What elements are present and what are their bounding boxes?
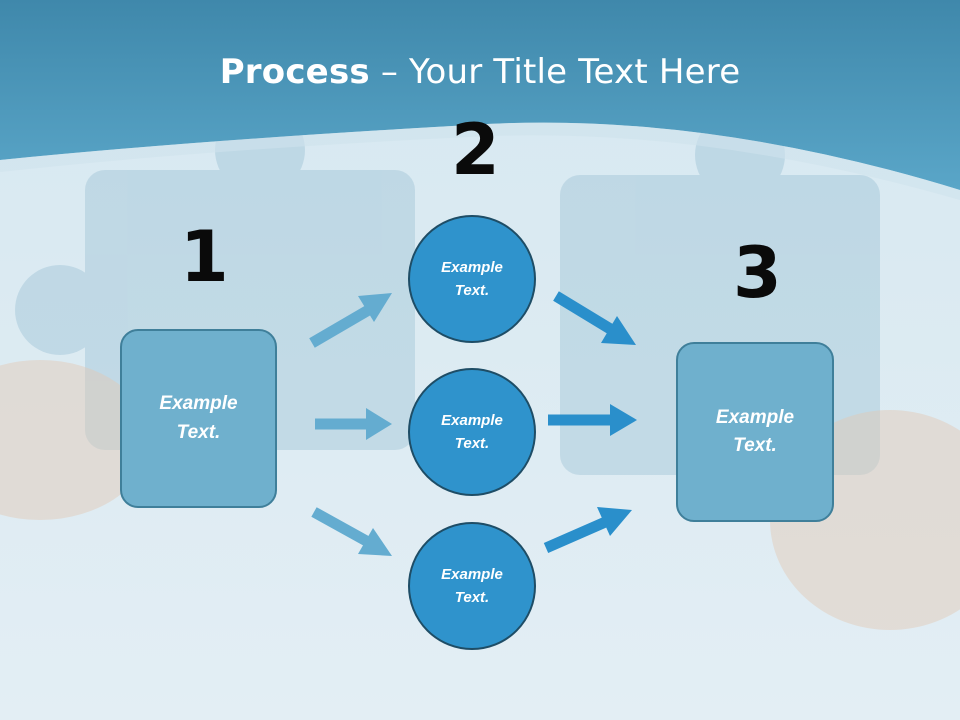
step-3-box: Example Text. (676, 342, 834, 522)
step-number-3: 3 (733, 232, 782, 314)
step-2-circle-bottom-text: Example Text. (441, 565, 503, 606)
arrow-2-to-3-top (553, 291, 636, 345)
step-2-circle-top-text: Example Text. (441, 258, 503, 299)
step-3-text: Example Text. (715, 406, 795, 457)
step-1-text: Example Text. (159, 393, 238, 443)
title-bold: Process (219, 52, 370, 92)
step-2-circle-middle-text: Example Text. (441, 411, 503, 452)
step-1-box: Example Text. (120, 329, 277, 508)
arrow-1-to-2-middle (315, 408, 392, 440)
step-number-2: 2 (451, 109, 500, 191)
arrow-1-to-2-top (309, 293, 392, 348)
arrow-2-to-3-bottom (543, 507, 632, 554)
slide-title: Process – Your Title Text Here (0, 52, 960, 92)
step-2-circle-top: Example Text. (408, 215, 536, 343)
step-number-1: 1 (180, 216, 229, 298)
arrow-2-to-3-middle (548, 404, 637, 436)
step-2-circle-middle: Example Text. (408, 368, 536, 496)
step-2-circle-bottom: Example Text. (408, 522, 536, 650)
title-rest: – Your Title Text Here (369, 52, 741, 92)
arrow-1-to-2-bottom (311, 507, 392, 556)
